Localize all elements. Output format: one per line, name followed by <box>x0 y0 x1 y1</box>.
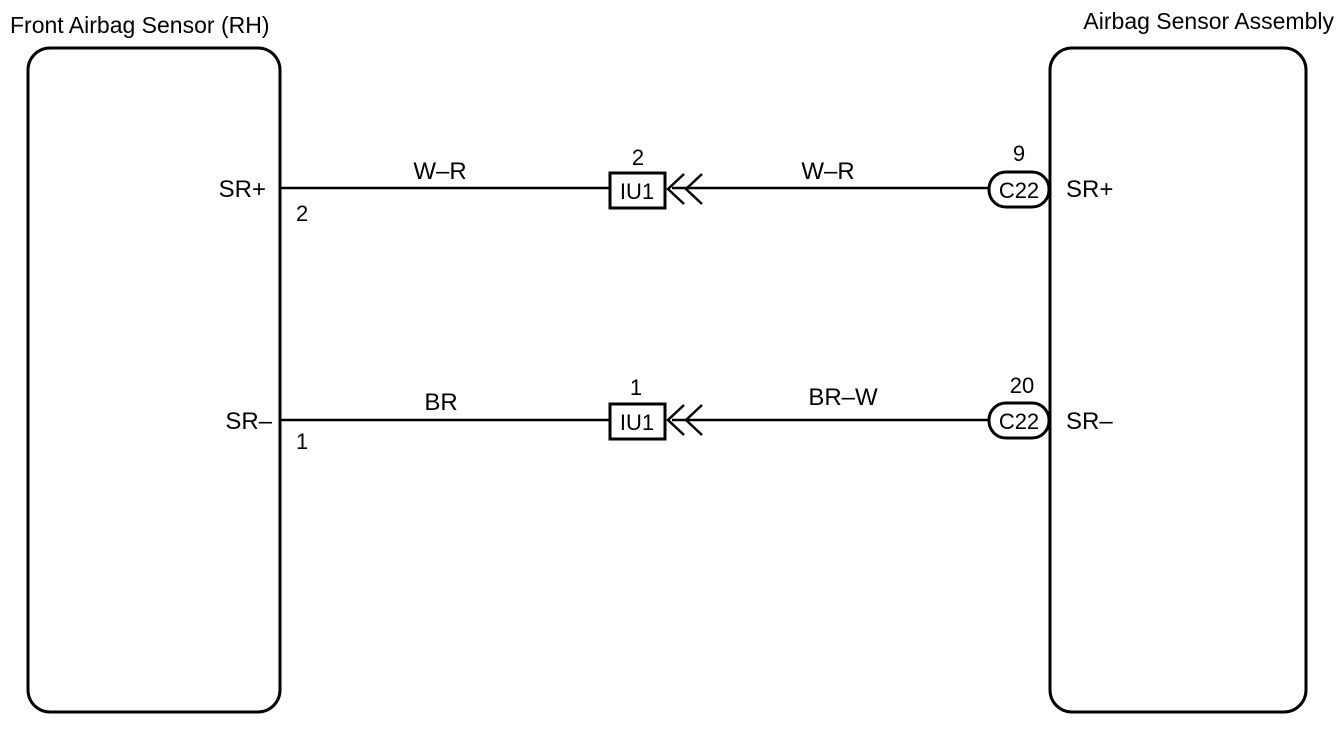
left-pin-number: 2 <box>296 201 308 226</box>
assembly-connector <box>987 170 1051 209</box>
right-terminal-label: SR– <box>1066 408 1113 435</box>
left-wire-color-label: BR <box>424 389 457 416</box>
right-terminal-label: SR+ <box>1066 176 1113 203</box>
chevron-icon <box>666 404 685 436</box>
chevron-icon <box>684 404 703 436</box>
junction-pin-number: 1 <box>630 375 642 400</box>
left-terminal-label: SR+ <box>219 176 266 203</box>
chevron-icon <box>684 173 703 205</box>
circuit-sr-plus: SR+ 2 W–R IU1 2 W–R C22 9 SR+ <box>219 141 1114 226</box>
right-component-title: Airbag Sensor Assembly <box>1083 8 1334 34</box>
right-wire-color-label: W–R <box>801 158 854 185</box>
left-pin-number: 1 <box>296 429 308 454</box>
left-terminal-label: SR– <box>225 408 272 435</box>
junction-pin-number: 2 <box>632 145 644 170</box>
junction-connector <box>608 402 667 441</box>
airbag-sensor-assembly-box <box>1048 46 1308 714</box>
chevron-icon <box>666 173 685 205</box>
left-component-title: Front Airbag Sensor (RH) <box>10 12 269 38</box>
assembly-connector-label: C22 <box>999 409 1039 434</box>
assembly-pin-number: 20 <box>1010 373 1034 398</box>
junction-connector-label: IU1 <box>620 179 654 204</box>
left-wire-color-label: W–R <box>413 158 466 185</box>
assembly-pin-number: 9 <box>1013 141 1025 166</box>
front-airbag-sensor-box <box>26 46 282 714</box>
assembly-connector <box>987 401 1051 440</box>
junction-connector-label: IU1 <box>620 410 654 435</box>
assembly-connector-label: C22 <box>999 178 1039 203</box>
right-wire-color-label: BR–W <box>808 384 878 411</box>
junction-connector <box>608 171 667 210</box>
circuit-sr-minus: SR– 1 BR IU1 1 BR–W C22 20 SR– <box>225 373 1113 454</box>
